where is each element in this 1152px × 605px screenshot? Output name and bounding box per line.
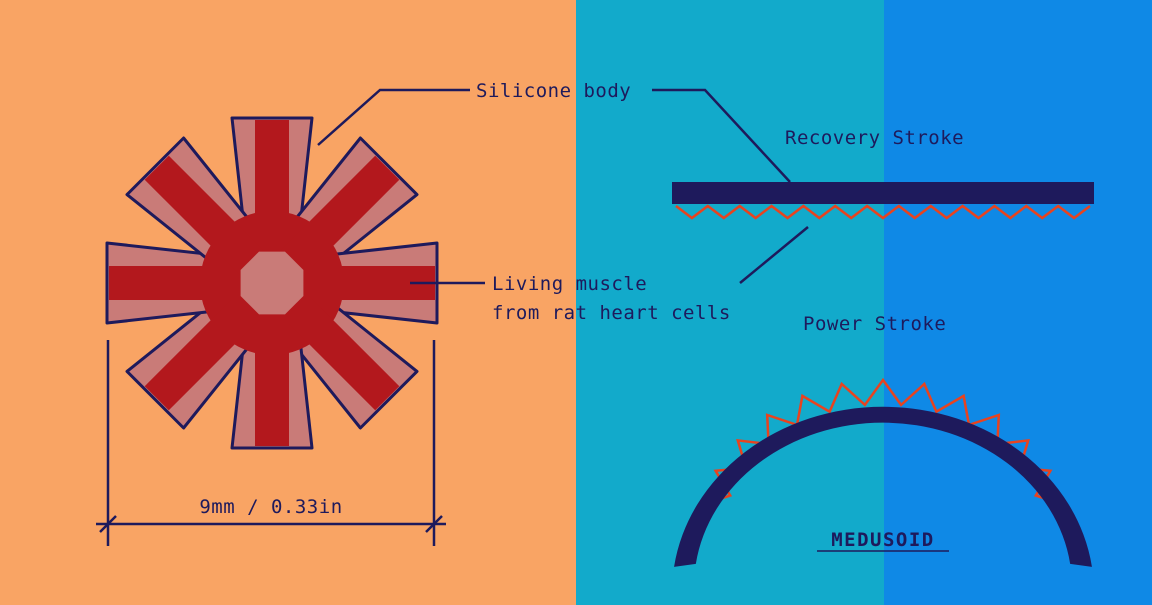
- dimension-left-tick: [99, 515, 117, 533]
- muscle-band: [144, 271, 284, 411]
- recovery-silicone-bar: [672, 182, 1094, 204]
- muscle-band: [260, 271, 400, 411]
- dimension-label: 9mm / 0.33in: [199, 496, 342, 518]
- label-power-stroke: Power Stroke: [803, 313, 946, 335]
- medusoid-star: [105, 116, 439, 450]
- recovery-muscle-zigzag: [675, 204, 1091, 220]
- muscle-band: [255, 283, 289, 446]
- label-silicone-body: Silicone body: [476, 80, 631, 102]
- label-recovery-stroke: Recovery Stroke: [785, 127, 964, 149]
- label-rat-heart-cells: from rat heart cells: [492, 302, 731, 324]
- muscle-band: [144, 155, 284, 295]
- center-octagon: [240, 251, 304, 315]
- panel-right: [884, 0, 1152, 605]
- power-muscle-zigzag: [701, 377, 1065, 506]
- muscle-band: [260, 155, 400, 295]
- panel-middle: [576, 0, 884, 605]
- silicone-leader-left: [317, 88, 470, 146]
- diagram-title: MEDUSOID: [831, 529, 935, 551]
- silicone-leader-right: [652, 88, 791, 183]
- muscle-band: [255, 120, 289, 283]
- dimension-marker: [96, 340, 446, 546]
- power-silicone-arc: [674, 406, 1092, 567]
- dimension-right-tick: [425, 515, 443, 533]
- muscle-band: [109, 266, 272, 300]
- muscle-band: [272, 266, 435, 300]
- label-living-muscle: Living muscle: [492, 273, 647, 295]
- muscle-leader-right: [739, 226, 809, 284]
